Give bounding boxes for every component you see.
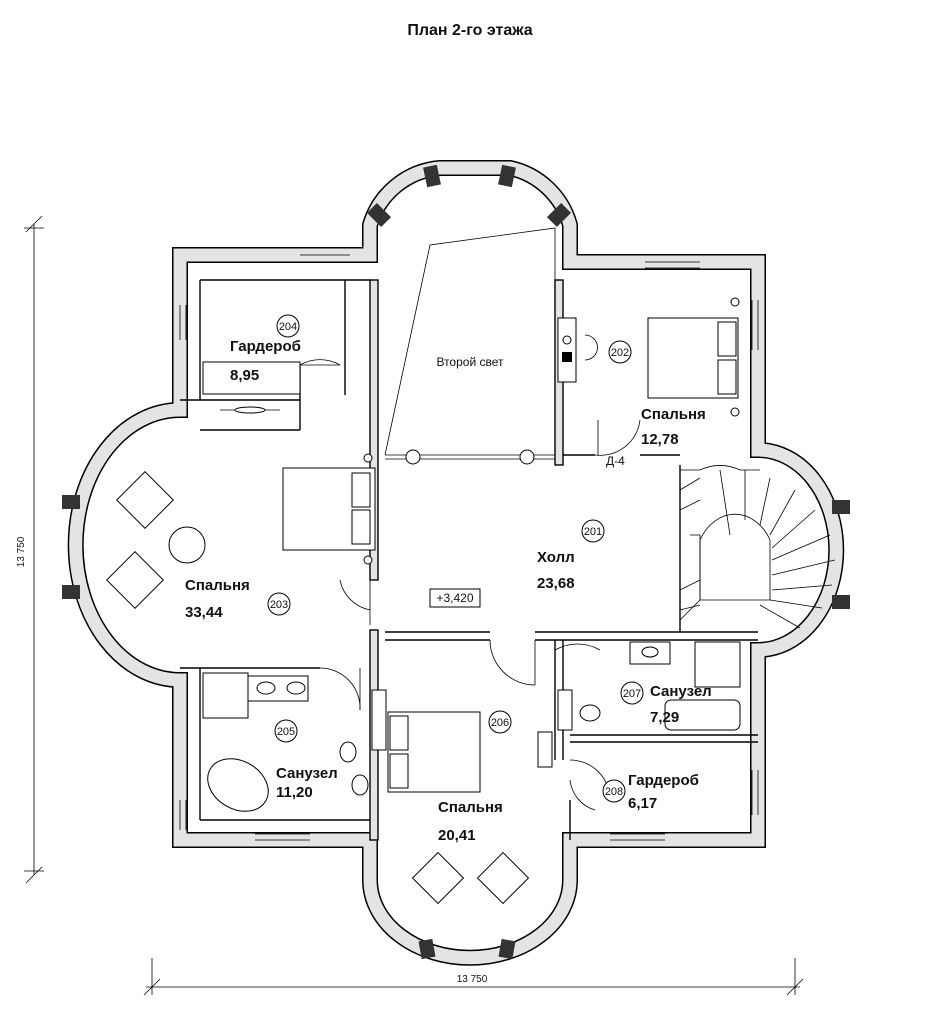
- room-203-number: 203: [270, 599, 288, 611]
- room-204-number: 204: [279, 321, 297, 333]
- room-207-area: 7,29: [650, 709, 679, 726]
- plan-title: План 2-го этажа: [407, 22, 533, 39]
- room-206-number: 206: [491, 717, 509, 729]
- room-205-area: 11,20: [276, 784, 313, 801]
- room-205-number: 205: [277, 726, 295, 738]
- wardrobe-208-furniture: [537, 731, 553, 768]
- dimension-height: 13 750: [16, 536, 27, 567]
- dimension-width: 13 750: [457, 974, 488, 985]
- room-206-name: Спальня: [438, 799, 503, 816]
- outer-walls: [62, 160, 850, 966]
- level-mark: +3,420: [436, 591, 473, 605]
- room-208-name: Гардероб: [628, 772, 699, 789]
- wardrobe-204-furniture: [202, 361, 301, 414]
- room-202-number: 202: [611, 347, 629, 359]
- room-201-number: 201: [584, 526, 602, 538]
- room-204-area: 8,95: [230, 367, 259, 384]
- room-208-area: 6,17: [628, 795, 657, 812]
- room-201-area: 23,68: [537, 575, 575, 592]
- bathroom-205-fixtures: [202, 672, 369, 812]
- room-205-name: Санузел: [276, 765, 338, 782]
- room-206-area: 20,41: [438, 827, 476, 844]
- room-207-name: Санузел: [650, 683, 712, 700]
- second-light-void: Второй свет: [384, 227, 556, 465]
- room-201-name: Холл: [537, 549, 575, 566]
- room-202-name: Спальня: [641, 406, 706, 423]
- room-203-area: 33,44: [185, 604, 223, 621]
- room-208-number: 208: [605, 786, 623, 798]
- door-tag: Д-4: [606, 454, 625, 468]
- room-203-name: Спальня: [185, 577, 250, 594]
- annotations: +3,420 Д-4: [429, 454, 625, 608]
- room-labels: 201 Холл 23,68 202 Спальня 12,78 203 Спа…: [185, 314, 712, 844]
- room-202-area: 12,78: [641, 431, 679, 448]
- room-207-number: 207: [623, 688, 641, 700]
- room-204-name: Гардероб: [230, 338, 301, 355]
- bedroom-202-furniture: [557, 297, 740, 417]
- bedroom-206-furniture: [371, 689, 530, 905]
- bedroom-203-furniture: [106, 453, 376, 609]
- dimension-lines: 13 750 13 750: [16, 215, 804, 996]
- staircase: [679, 465, 836, 629]
- bathroom-207-fixtures: [557, 641, 741, 731]
- second-light-label: Второй свет: [436, 355, 504, 369]
